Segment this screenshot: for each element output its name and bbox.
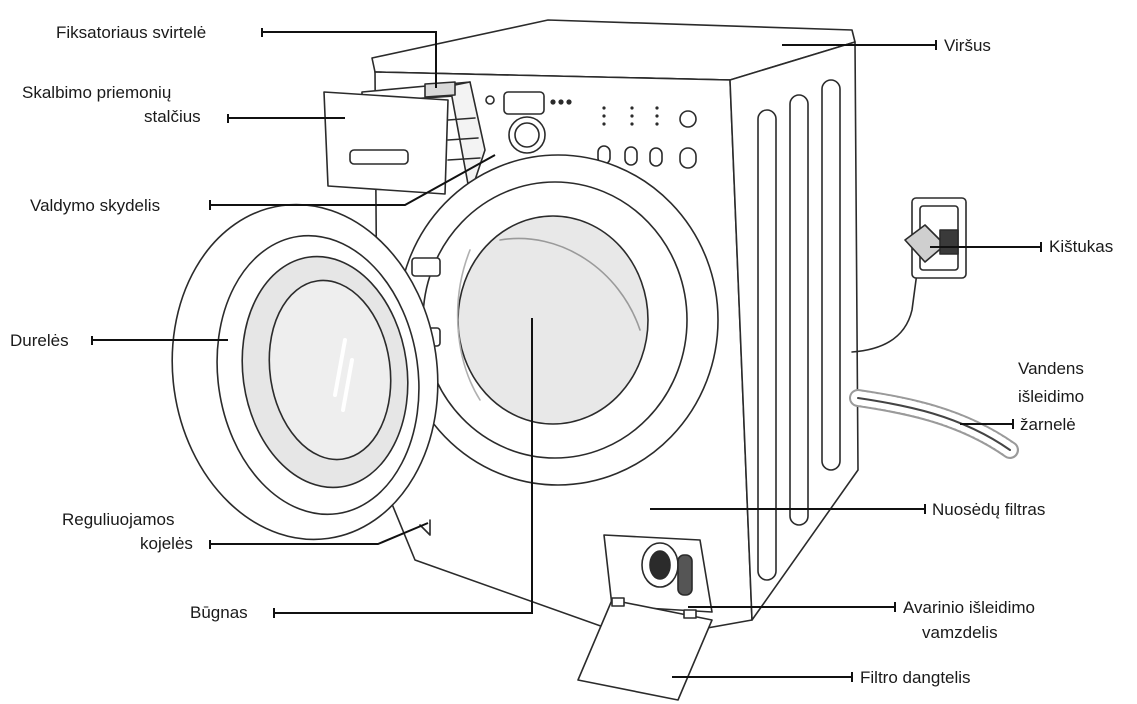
label-emergency-line1: Avarinio išleidimo — [903, 598, 1035, 617]
detergent-drawer — [323, 81, 486, 196]
option-button-4 — [679, 147, 697, 169]
drum — [457, 215, 649, 425]
side-rib-1 — [757, 109, 777, 581]
drain-hose — [849, 389, 1019, 459]
leader-drum — [274, 318, 533, 614]
adjustable-foot — [419, 519, 431, 536]
filter-cover — [577, 599, 713, 701]
open-door — [171, 203, 439, 541]
leader-lines — [91, 28, 1042, 682]
program-display — [503, 91, 545, 115]
label-drawer-line2: stalčius — [144, 107, 201, 126]
indicator-light — [485, 95, 495, 105]
leader-control-panel — [210, 154, 496, 206]
start-button — [679, 110, 697, 128]
side-rib-3 — [821, 79, 841, 471]
label-plug: Kištukas — [1049, 237, 1114, 256]
lever-grip — [424, 81, 456, 98]
control-panel — [485, 91, 697, 169]
label-filter-cover: Filtro dangtelis — [860, 668, 971, 687]
drawer-handle — [349, 149, 409, 165]
label-top: Viršus — [944, 36, 991, 55]
power-plug — [851, 197, 967, 353]
label-control-panel: Valdymo skydelis — [30, 196, 161, 215]
drawer-front — [323, 91, 449, 195]
label-filter: Nuosėdų filtras — [932, 500, 1046, 519]
option-button-3 — [649, 147, 663, 167]
label-feet-line1: Reguliuojamos — [62, 510, 175, 529]
label-hose-line2: išleidimo — [1018, 387, 1085, 406]
label-drawer-line1: Skalbimo priemonių — [22, 83, 172, 102]
side-rib-2 — [789, 94, 809, 526]
emergency-drain-tube — [677, 554, 693, 596]
label-lever: Fiksatoriaus svirtelė — [56, 23, 207, 42]
option-button-2 — [624, 146, 638, 166]
label-hose-line3: žarnelė — [1020, 415, 1076, 434]
leader-feet — [210, 522, 429, 545]
power-cord — [851, 264, 919, 353]
label-hose-line1: Vandens — [1018, 359, 1084, 378]
drum-opening — [397, 154, 719, 486]
label-feet-line2: kojelės — [140, 534, 193, 553]
label-drum: Būgnas — [190, 603, 248, 622]
filter-compartment — [577, 534, 713, 701]
leader-lever — [262, 31, 437, 88]
label-emergency-line2: vamzdelis — [922, 623, 998, 642]
label-door: Durelės — [10, 331, 69, 350]
